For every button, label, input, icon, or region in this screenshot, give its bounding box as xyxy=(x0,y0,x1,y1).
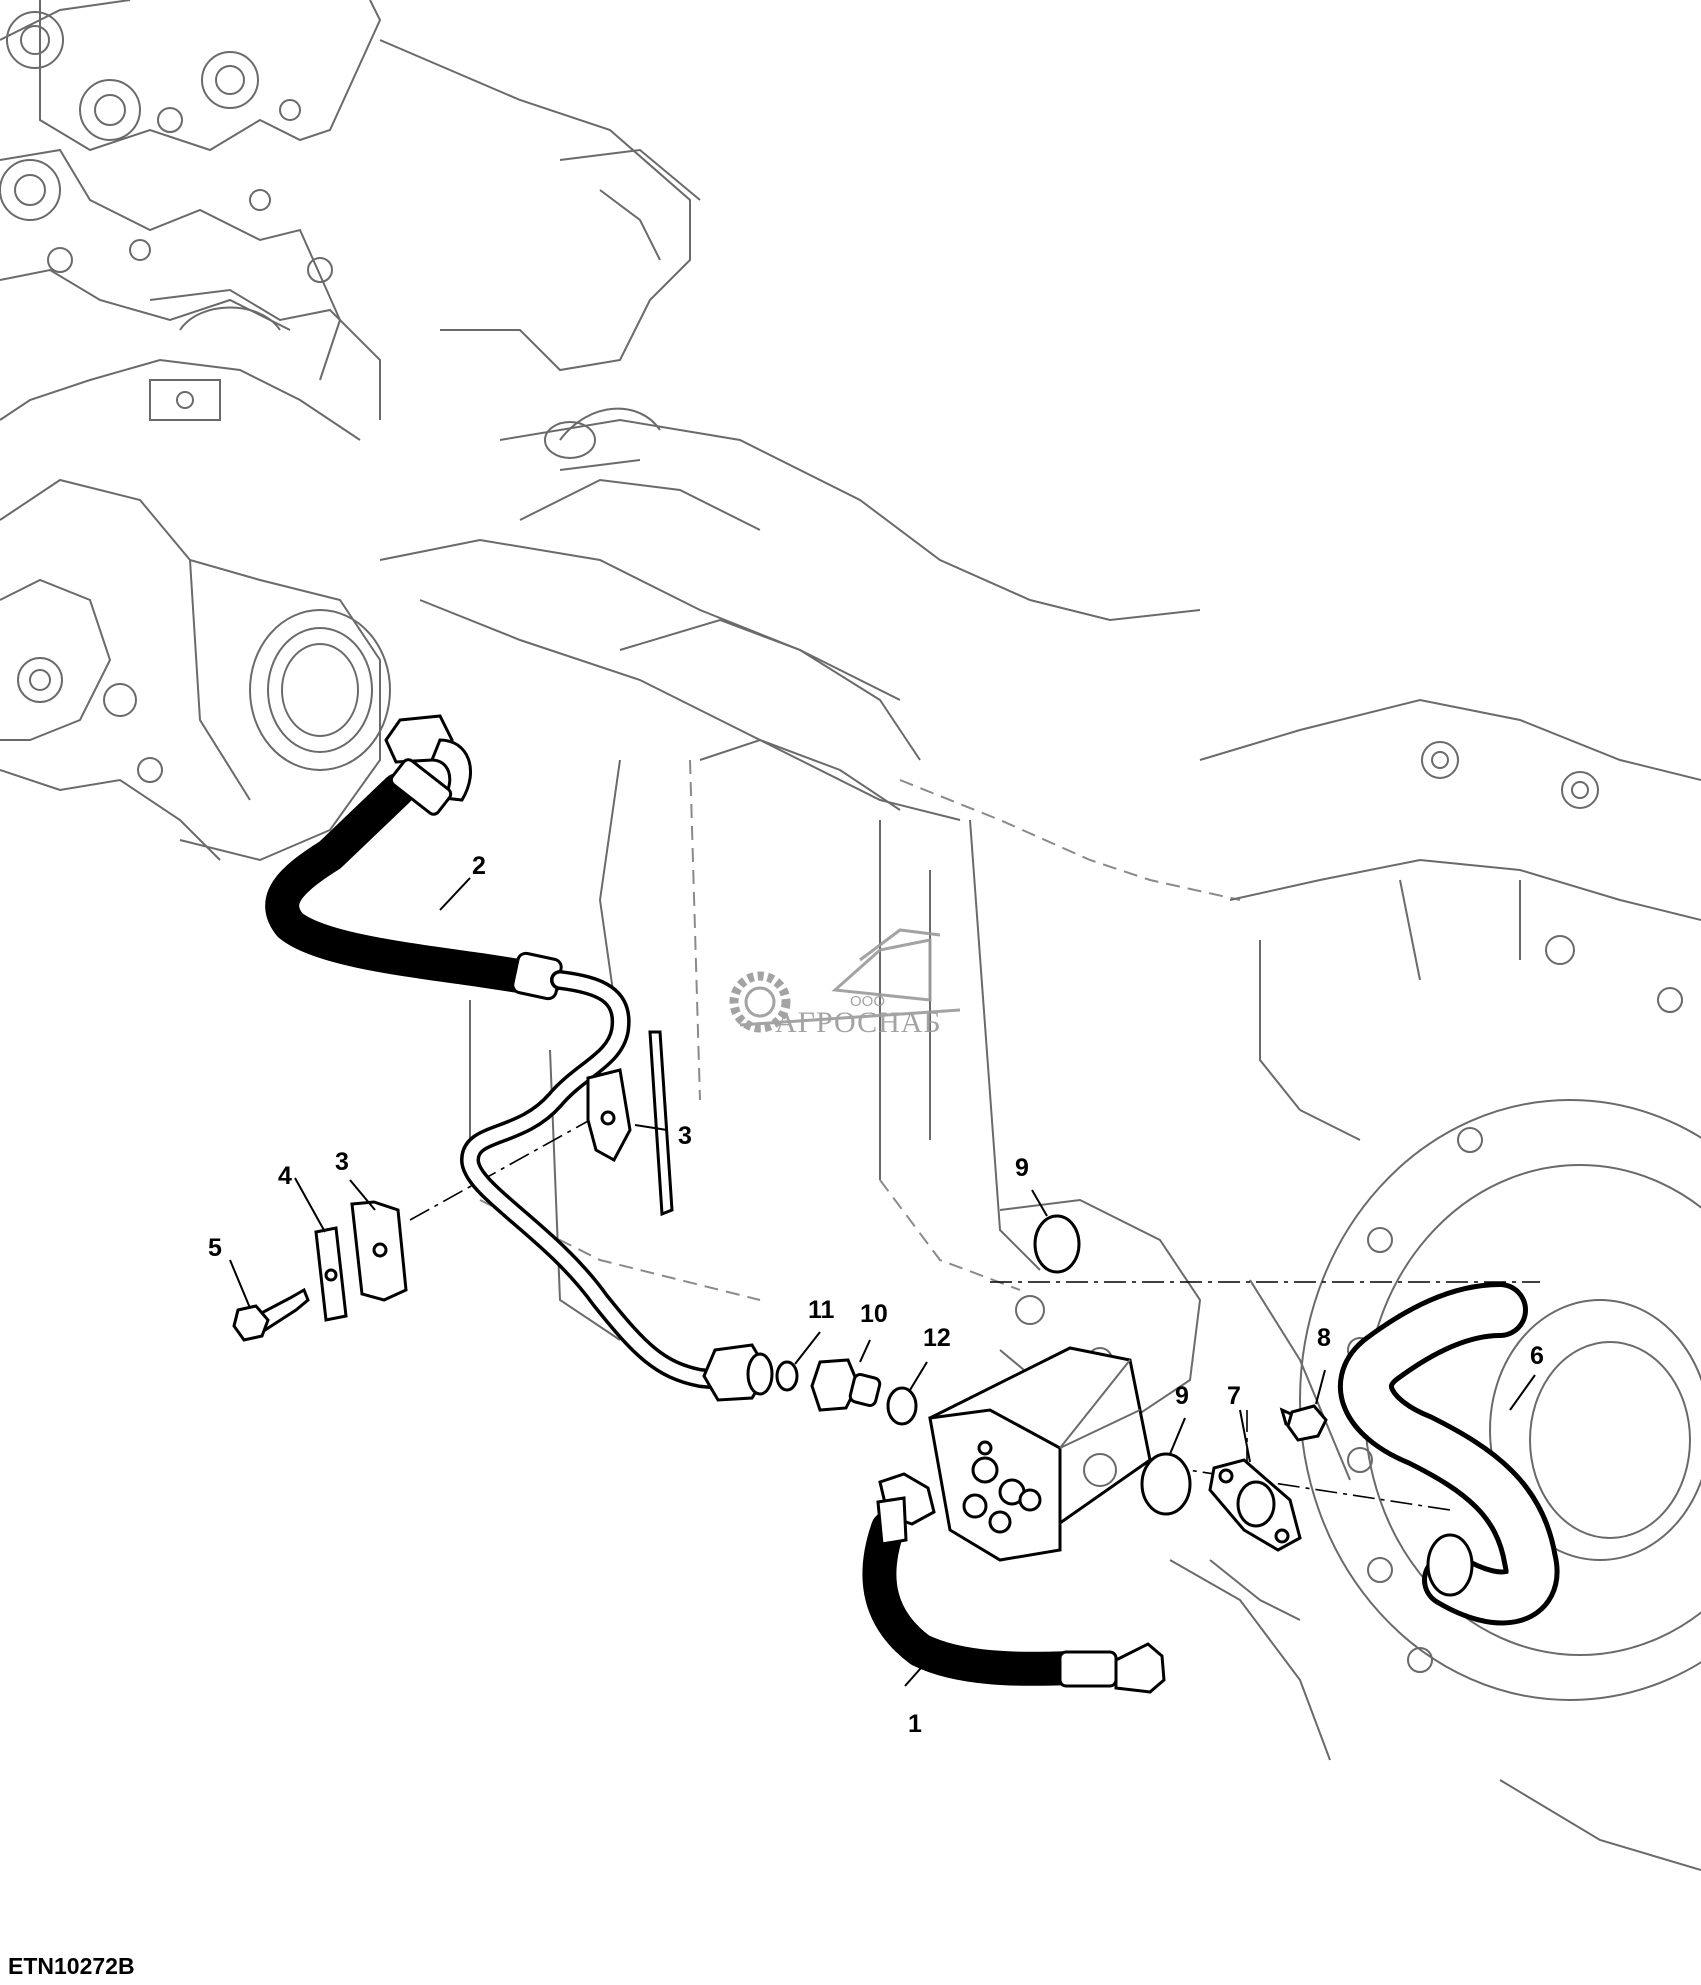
callout-3-upper: 3 xyxy=(678,1122,692,1150)
figure-id: ETN10272B xyxy=(8,1953,135,1979)
part-9-o-ring-upper xyxy=(1033,1214,1081,1274)
part-2-hose-assembly xyxy=(265,714,774,1402)
callout-3-lower: 3 xyxy=(335,1148,349,1176)
part-3-clamp-lower xyxy=(350,1200,408,1302)
hydraulic-pump xyxy=(928,1346,1152,1562)
center-housing xyxy=(379,39,1241,1341)
right-axle-housing xyxy=(1169,698,1701,1871)
part-7-flange xyxy=(1208,1458,1302,1552)
part-10-adapter-fitting xyxy=(810,1358,882,1412)
callout-11: 11 xyxy=(808,1296,835,1324)
callout-4: 4 xyxy=(278,1162,292,1190)
watermark-logo: ООО АГРОСНАБ xyxy=(729,928,961,1039)
callout-8: 8 xyxy=(1317,1324,1331,1352)
callout-2: 2 xyxy=(472,852,486,880)
part-1-pressure-hose xyxy=(862,1472,1166,1694)
callout-6: 6 xyxy=(1530,1342,1544,1370)
callout-7: 7 xyxy=(1227,1382,1241,1410)
part-8-bolt xyxy=(1279,1404,1328,1442)
part-9-o-ring-lower xyxy=(1140,1452,1192,1516)
callout-12: 12 xyxy=(923,1324,951,1352)
part-5-bolt xyxy=(232,1287,310,1342)
part-11-o-ring xyxy=(775,1360,799,1392)
callout-1: 1 xyxy=(908,1710,922,1738)
callout-5: 5 xyxy=(208,1234,222,1262)
part-6-suction-tube xyxy=(1338,1282,1560,1626)
callout-10: 10 xyxy=(860,1300,888,1328)
part-3-clamp-upper xyxy=(586,1030,674,1217)
callout-9-upper: 9 xyxy=(1015,1154,1029,1182)
gear-housing-left xyxy=(0,478,391,862)
leader-lines xyxy=(229,877,1536,1687)
engine-block xyxy=(0,0,382,441)
part-12-o-ring xyxy=(886,1386,918,1426)
callout-labels: 1 2 3 3 4 5 6 7 8 9 9 10 11 12 xyxy=(208,852,1544,1738)
part-4-clamp-plate xyxy=(314,1226,348,1322)
watermark-small-text: ООО xyxy=(850,993,885,1010)
callout-9-lower: 9 xyxy=(1175,1382,1189,1410)
watermark-brand-text: АГРОСНАБ xyxy=(775,1006,942,1039)
